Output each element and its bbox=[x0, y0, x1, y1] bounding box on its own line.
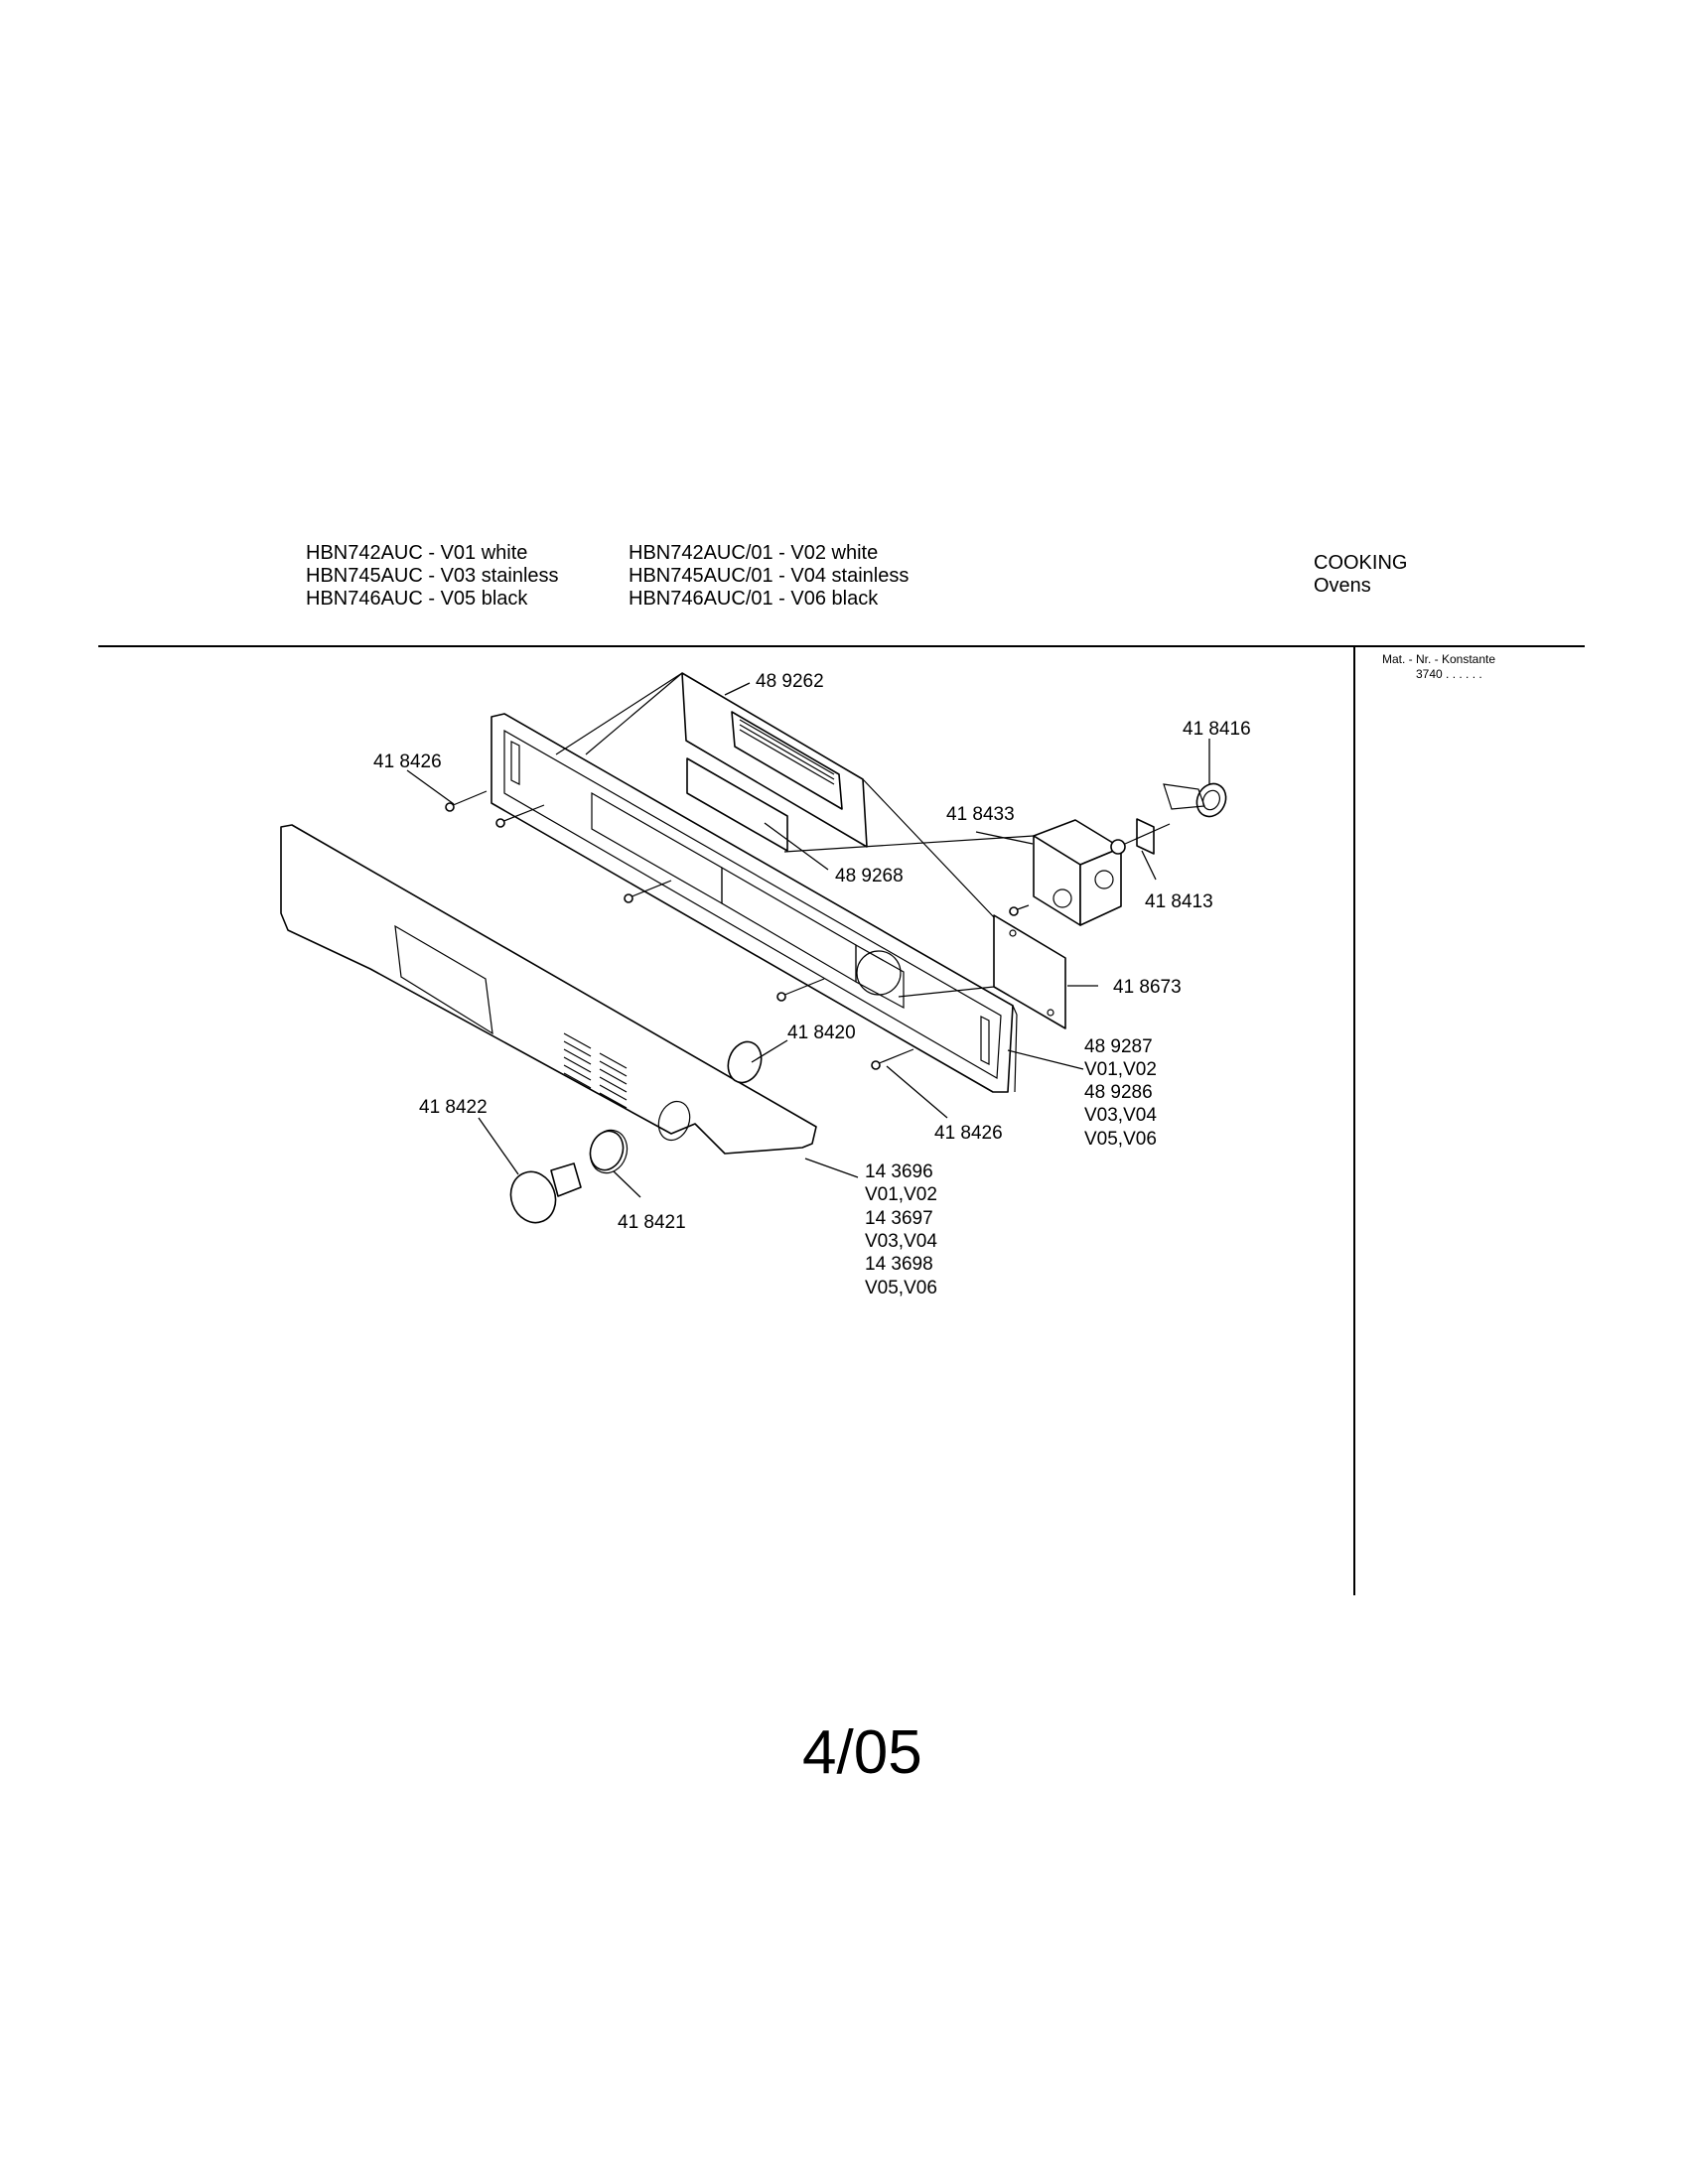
material-number-value: 3740 . . . . . . bbox=[1416, 667, 1482, 681]
model-line: HBN746AUC - V05 black bbox=[306, 588, 528, 610]
side-column-divider bbox=[1353, 647, 1355, 1595]
assembly-lines bbox=[555, 672, 1035, 998]
part-label-48-9268: 48 9268 bbox=[835, 866, 904, 887]
control-panel-front bbox=[280, 824, 817, 1174]
control-knob bbox=[509, 1162, 582, 1224]
o-ring bbox=[727, 1040, 763, 1084]
part-label-41-8673: 41 8673 bbox=[1113, 977, 1182, 998]
part-label-41-8416: 41 8416 bbox=[1183, 719, 1251, 740]
model-line: HBN745AUC - V03 stainless bbox=[306, 565, 559, 587]
circuit-board bbox=[585, 672, 868, 852]
model-list-right: HBN742AUC/01 - V02 white HBN745AUC/01 - … bbox=[629, 542, 909, 611]
material-number-note: Mat. - Nr. - Konstante 3740 . . . . . . bbox=[1382, 652, 1495, 682]
trim-ring bbox=[589, 1130, 625, 1171]
part-label-41-8426-top: 41 8426 bbox=[373, 751, 442, 772]
category-sub: Ovens bbox=[1314, 575, 1371, 597]
part-label-41-8422: 41 8422 bbox=[419, 1097, 488, 1118]
material-number-label: Mat. - Nr. - Konstante bbox=[1382, 652, 1496, 666]
part-label-line: V05,V06 bbox=[865, 1278, 937, 1298]
part-label-48-9262: 48 9262 bbox=[756, 671, 824, 692]
part-label-41-8433: 41 8433 bbox=[946, 804, 1015, 825]
model-line: HBN746AUC/01 - V06 black bbox=[629, 588, 879, 610]
part-label-41-8420: 41 8420 bbox=[787, 1023, 856, 1043]
category-label: COOKING Ovens bbox=[1314, 552, 1407, 598]
bracket bbox=[1033, 819, 1122, 926]
model-line: HBN742AUC/01 - V02 white bbox=[629, 542, 879, 564]
part-label-41-8421: 41 8421 bbox=[618, 1212, 686, 1233]
screws bbox=[445, 790, 1030, 1070]
part-label-line: V01,V02 bbox=[865, 1184, 937, 1205]
part-label-line: 14 3696 bbox=[865, 1161, 933, 1182]
part-label-41-8426-bottom: 41 8426 bbox=[934, 1123, 1003, 1144]
category-main: COOKING bbox=[1314, 552, 1408, 574]
model-list-left: HBN742AUC - V01 white HBN745AUC - V03 st… bbox=[306, 542, 559, 611]
part-label-group-14-3696: 14 3696 V01,V02 14 3697 V03,V04 14 3698 … bbox=[865, 1161, 937, 1298]
part-label-line: 14 3698 bbox=[865, 1254, 933, 1275]
model-line: HBN742AUC - V01 white bbox=[306, 542, 528, 564]
mounting-plate bbox=[993, 914, 1066, 1029]
part-label-line: 48 9287 bbox=[1084, 1036, 1153, 1057]
model-line: HBN745AUC/01 - V04 stainless bbox=[629, 565, 910, 587]
rotary-switch bbox=[1110, 782, 1227, 855]
leader-lines bbox=[406, 682, 1210, 1198]
page-number: 4/05 bbox=[802, 1718, 922, 1787]
part-label-line: V05,V06 bbox=[1084, 1129, 1157, 1150]
part-label-line: 14 3697 bbox=[865, 1208, 933, 1229]
part-label-41-8413: 41 8413 bbox=[1145, 891, 1213, 912]
part-label-line: V03,V04 bbox=[865, 1231, 937, 1252]
part-label-group-48-9287: 48 9287 V01,V02 48 9286 V03,V04 V05,V06 bbox=[1084, 1036, 1157, 1150]
header-divider bbox=[98, 645, 1585, 647]
part-label-line: V01,V02 bbox=[1084, 1059, 1157, 1080]
panel-frame bbox=[491, 713, 1018, 1093]
part-label-line: 48 9286 bbox=[1084, 1082, 1153, 1103]
part-label-line: V03,V04 bbox=[1084, 1105, 1157, 1126]
